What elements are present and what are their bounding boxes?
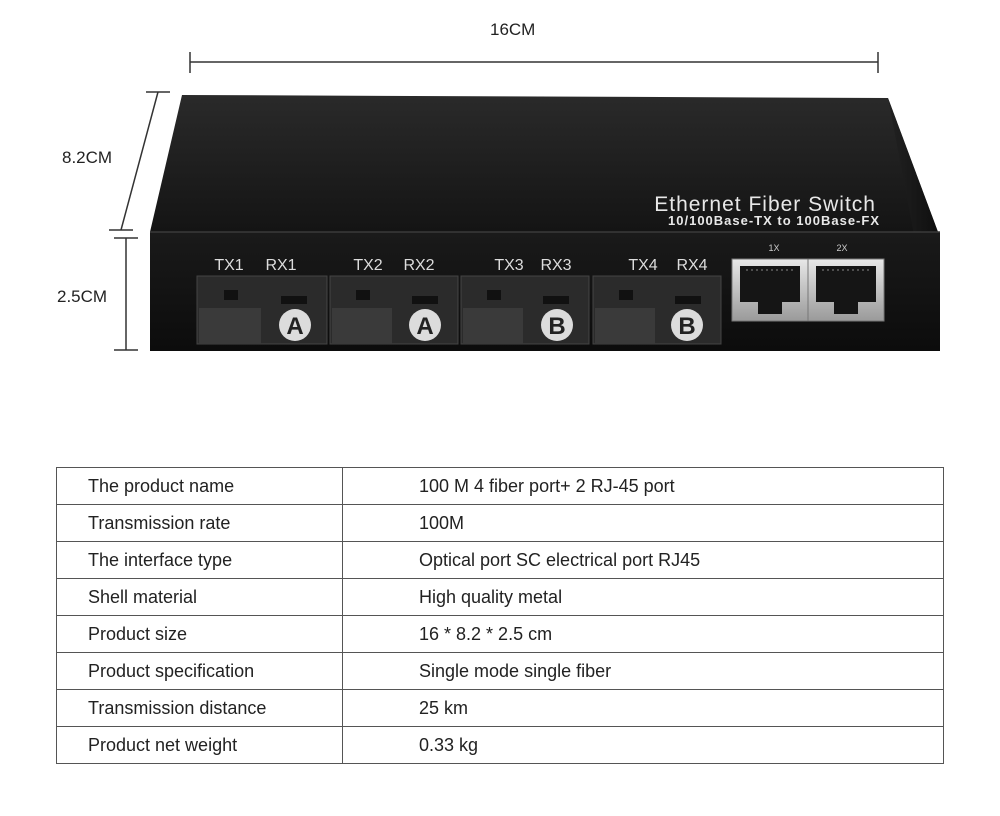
table-row: Shell material High quality metal (56, 578, 944, 616)
spec-label: The interface type (56, 541, 343, 579)
spec-label: Transmission distance (56, 689, 343, 727)
depth-dimension-label: 8.2CM (62, 148, 113, 167)
fiber-port-3: TX3 RX3 B (460, 257, 590, 345)
fiber-port-3-badge-circle (541, 309, 573, 341)
fiber-port-2-rx-label: RX2 (403, 257, 434, 274)
fiber-port-1: TX1 RX1 A (196, 257, 328, 345)
spec-label: Transmission rate (56, 504, 343, 542)
spec-table: The product name 100 M 4 fiber port+ 2 R… (56, 467, 944, 764)
table-row: Product net weight 0.33 kg (56, 726, 944, 764)
fiber-port-2-badge: A (416, 313, 433, 340)
spec-value: 0.33 kg (342, 726, 944, 764)
table-row: The interface type Optical port SC elect… (56, 541, 944, 579)
height-dimension-line (114, 237, 138, 351)
fiber-port-1-tx-label: TX1 (214, 257, 243, 274)
device-title: Ethernet Fiber Switch (654, 193, 876, 216)
table-row: Transmission rate 100M (56, 504, 944, 542)
product-figure: Ethernet Fiber Switch 10/100Base-TX to 1… (57, 20, 940, 351)
width-dimension-line (189, 52, 879, 73)
fiber-port-2-badge-circle (409, 309, 441, 341)
spec-value: 25 km (342, 689, 944, 727)
fiber-port-3-rx-label: RX3 (540, 257, 571, 274)
fiber-port-1-badge-circle (279, 309, 311, 341)
spec-label: Product size (56, 615, 343, 653)
fiber-port-4-badge-circle (671, 309, 703, 341)
spec-value: 16 * 8.2 * 2.5 cm (342, 615, 944, 653)
fiber-port-3-tx-label: TX3 (494, 257, 523, 274)
table-row: Transmission distance 25 km (56, 689, 944, 727)
table-row: Product size 16 * 8.2 * 2.5 cm (56, 615, 944, 653)
rj45-port-group: 1X 2X (731, 243, 885, 322)
fiber-port-4: TX4 RX4 B (592, 257, 722, 345)
table-row: The product name 100 M 4 fiber port+ 2 R… (56, 467, 944, 505)
table-row: Product specification Single mode single… (56, 652, 944, 690)
rj45-port-1 (731, 258, 809, 322)
spec-label: Product net weight (56, 726, 343, 764)
spec-value: Single mode single fiber (342, 652, 944, 690)
device-subtitle: 10/100Base-TX to 100Base-FX (668, 213, 880, 228)
rj45-port-2 (807, 258, 885, 322)
spec-value: 100M (342, 504, 944, 542)
width-dimension-label: 16CM (490, 20, 536, 39)
fiber-port-2: TX2 RX2 A (329, 257, 459, 345)
spec-label: Shell material (56, 578, 343, 616)
rj45-port-2-label: 2X (836, 243, 847, 253)
fiber-port-3-badge: B (548, 313, 565, 340)
fiber-port-1-rx-label: RX1 (265, 257, 296, 274)
spec-value: Optical port SC electrical port RJ45 (342, 541, 944, 579)
height-dimension-label: 2.5CM (57, 287, 108, 306)
spec-label: Product specification (56, 652, 343, 690)
fiber-port-4-badge: B (678, 313, 695, 340)
fiber-port-1-badge: A (286, 313, 303, 340)
product-illustration: Ethernet Fiber Switch 10/100Base-TX to 1… (109, 52, 940, 351)
fiber-port-4-tx-label: TX4 (628, 257, 657, 274)
depth-dimension-line (109, 91, 170, 231)
spec-value: High quality metal (342, 578, 944, 616)
spec-label: The product name (56, 467, 343, 505)
fiber-port-2-tx-label: TX2 (353, 257, 382, 274)
spec-value: 100 M 4 fiber port+ 2 RJ-45 port (342, 467, 944, 505)
fiber-port-group: TX1 RX1 A TX2 RX2 A (196, 257, 722, 345)
rj45-port-1-label: 1X (768, 243, 779, 253)
fiber-port-4-rx-label: RX4 (676, 257, 707, 274)
